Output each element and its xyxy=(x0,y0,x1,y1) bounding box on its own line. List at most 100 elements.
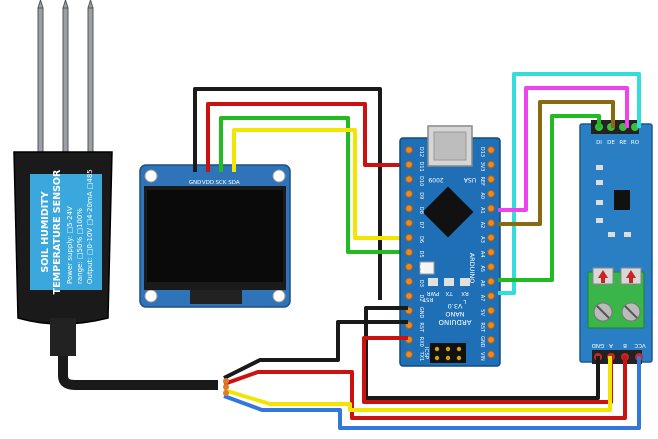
nano-pin-d3 xyxy=(405,277,413,286)
nano-pin-d2 xyxy=(405,292,413,300)
nano-year-label: 2009 xyxy=(428,176,443,183)
nano-pin-a2 xyxy=(487,219,495,227)
oled-pin-gnd: GND xyxy=(189,180,202,186)
nano-pin-label-a4: A4 xyxy=(479,251,485,258)
nano-pin-label-a3: A3 xyxy=(479,236,485,243)
nano-pin-rst xyxy=(487,321,495,330)
nano-l-label: L xyxy=(463,298,467,304)
nano-pin-label-5v: 5V xyxy=(479,309,485,316)
nano-pin-d13 xyxy=(487,146,495,154)
nano-pin-d9 xyxy=(405,189,413,198)
sensor-cable xyxy=(58,356,218,390)
nano-pin-label-3v3: 3V3 xyxy=(479,162,485,172)
nano-pin-label-a6: A6 xyxy=(479,280,485,287)
nano-pin-label-a1: A1 xyxy=(479,207,485,214)
nano-pin-5v xyxy=(487,306,495,315)
nano-pin-3v3 xyxy=(487,160,495,169)
nano-icsp-header xyxy=(430,343,466,363)
wire-ro xyxy=(498,72,641,295)
oled-screen xyxy=(147,190,283,282)
nano-pin-d11 xyxy=(405,160,413,169)
nano-version-label: V3.0 xyxy=(448,302,463,310)
sensor-output: Output: □0-10V □4-20mA □485 xyxy=(86,169,94,284)
nano-pin-label-d4: D4 xyxy=(418,265,424,272)
nano-pin-a3 xyxy=(487,233,495,242)
sensor-power-supply: Power supply: □5-24V xyxy=(66,206,74,284)
nano-pin-d5 xyxy=(405,248,413,257)
nano-pwr-label: PWR xyxy=(427,290,440,296)
rs485-chip xyxy=(614,190,630,210)
nano-pin-d7 xyxy=(405,219,413,227)
nano-pin-label-ref: REF xyxy=(479,176,485,186)
nano-pin-label-d3: D3 xyxy=(418,280,424,287)
nano-rst-label: RST xyxy=(422,296,433,302)
wire-oled-sda xyxy=(232,128,410,240)
nano-pin-gnd xyxy=(487,335,495,344)
rs485-pin-re: RE xyxy=(619,140,627,146)
oled-display: GND VDD SCK SDA xyxy=(139,164,291,308)
rs485-pin-gnd: GND xyxy=(592,342,605,348)
sensor-title-2: TEMPERATURE SENSOR xyxy=(52,169,63,294)
wire-gnd-sensor xyxy=(223,320,408,380)
sensor-probes xyxy=(37,0,94,159)
nano-pin-label-a2: A2 xyxy=(479,222,485,229)
rs485-control-wires xyxy=(498,72,641,295)
nano-pin-label-gnd: GND xyxy=(479,336,485,348)
nano-pin-label-rst: RST xyxy=(479,322,485,333)
nano-pin-label-d5: D5 xyxy=(418,251,424,258)
nano-reset-button xyxy=(419,261,435,275)
nano-pin-label-tx1: TX1 xyxy=(418,351,424,362)
nano-pin-label-a7: A7 xyxy=(479,295,485,302)
nano-pin-d6 xyxy=(405,233,413,242)
nano-pin-ref xyxy=(487,175,495,184)
rs485-pin-di: DI xyxy=(596,140,602,146)
nano-pin-label-gnd: GND xyxy=(418,307,424,319)
nano-pin-label-a0: A0 xyxy=(479,192,485,199)
nano-pin-a4 xyxy=(487,248,495,257)
oled-ribbon xyxy=(190,290,242,304)
nano-pin-d8 xyxy=(405,204,413,213)
nano-pin-label-d8: D8 xyxy=(418,207,424,214)
nano-pin-d4 xyxy=(405,262,413,271)
nano-icsp-label: ICSP xyxy=(423,347,429,360)
oled-pin-vdd: VDD xyxy=(202,180,214,186)
rs485-module: DI DE RE RO GND A B VCC xyxy=(579,120,653,364)
nano-pin-a5 xyxy=(487,262,495,271)
nano-pin-label-d12: D12 xyxy=(418,147,424,157)
wire-oled-sck xyxy=(219,116,410,254)
nano-pin-label-d9: D9 xyxy=(418,192,424,199)
bus-wires xyxy=(223,306,641,430)
wire-vcc-sensor xyxy=(223,356,627,420)
wire-a xyxy=(223,356,612,412)
nano-pin-d10 xyxy=(405,175,413,184)
oled-pin-sda: SDA xyxy=(228,180,240,186)
nano-rx-label: RX xyxy=(461,290,469,296)
nano-pin-label-rst: RST xyxy=(418,322,424,333)
sensor-range: range: □50% □100% xyxy=(76,208,84,284)
nano-pin-label-d7: D7 xyxy=(418,221,424,228)
nano-pin-label-rx0: RX0 xyxy=(418,337,424,347)
nano-pin-label-vin: VIN xyxy=(479,352,485,361)
rs485-pin-de: DE xyxy=(607,140,615,146)
nano-pin-a1 xyxy=(487,204,495,213)
nano-pin-tx1 xyxy=(405,350,413,359)
nano-pin-label-d2: D2 xyxy=(418,294,424,301)
rs485-pin-b: B xyxy=(623,342,627,348)
nano-pin-d12 xyxy=(405,146,413,154)
nano-pin-label-d6: D6 xyxy=(418,236,424,243)
sensor-title-1: SOIL HUMIDITY xyxy=(40,191,51,272)
nano-pin-a6 xyxy=(487,277,495,286)
nano-pin-a7 xyxy=(487,292,495,300)
sensor-cable-gland xyxy=(50,318,76,356)
wire-b xyxy=(223,356,641,430)
nano-pin-label-d11: D11 xyxy=(418,161,424,171)
soil-sensor: SOIL HUMIDITY TEMPERATURE SENSOR Power s… xyxy=(13,0,218,390)
wire-oled-vdd xyxy=(206,102,408,172)
rs485-pin-a: A xyxy=(609,342,613,348)
sensor-label xyxy=(30,174,102,290)
nano-pin-vin xyxy=(487,350,495,359)
